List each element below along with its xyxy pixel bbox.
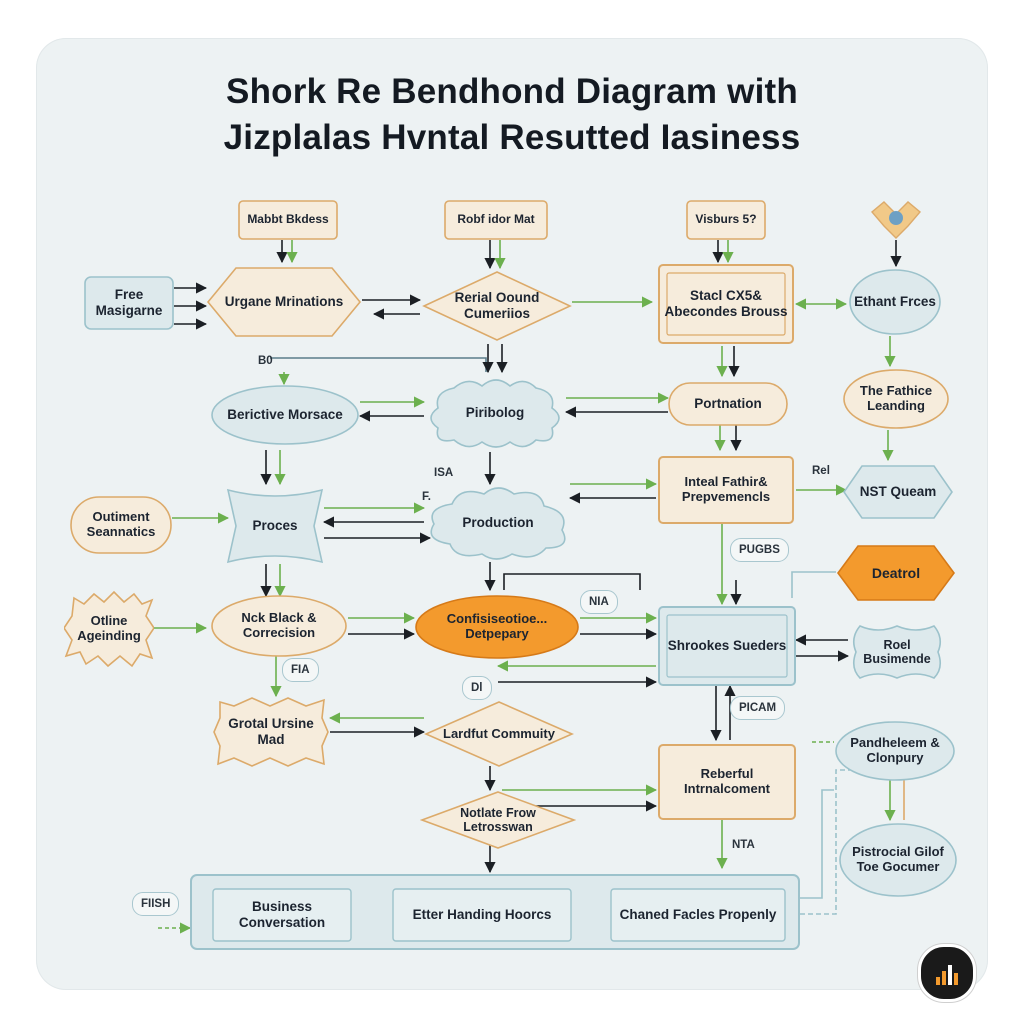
tag-fnsh: FIISH (132, 892, 180, 916)
tag-fia: FIA (282, 658, 319, 682)
node-etter: Etter Handing Hoorcs (392, 888, 572, 942)
node-ethant: Ethant Frces (848, 268, 942, 336)
arrow-b0-berictive (270, 357, 487, 372)
tag-isa: ISA (434, 467, 454, 479)
node-production: Production (424, 484, 572, 562)
tag-rel: Rel (812, 465, 830, 477)
node-fathice: The Fathice Leanding (842, 368, 950, 430)
node-free: Free Masigarne (84, 276, 174, 330)
node-notlate: Notlate Frow Letrosswan (420, 790, 576, 850)
node-lardfut: Lardfut Commuity (424, 700, 574, 768)
node-otline: Otline Ageinding (64, 590, 154, 668)
tag-nta: NTA (732, 839, 755, 851)
title-line-2: Jizplalas Hvntal Resutted Iasiness (223, 118, 801, 157)
node-stachl: Stacl CX5& Abecondes Brouss (658, 264, 794, 344)
tag-b0: B0 (258, 355, 273, 367)
node-roel: Roel Busimende (848, 622, 946, 682)
node-confis: Confisiseotioe... Detpepary (414, 594, 580, 660)
node-deatrol: Deatrol (836, 544, 956, 602)
node-grotal: Grotal Ursine Mad (212, 696, 330, 768)
tag-picam: PICAM (730, 696, 786, 720)
node-reberful: Reberful Intrnalcoment (658, 744, 796, 820)
node-chaned: Chaned Facles Propenly (610, 888, 786, 942)
node-outiment: Outiment Seannatics (70, 496, 172, 554)
node-pistrocial: Pistrocial Gilof Toe Gocumer (838, 822, 958, 898)
tag-f: F. (422, 491, 431, 503)
node-inteal: Inteal Fathir& Prepvemencls (658, 456, 794, 524)
node-portnation: Portnation (668, 382, 788, 426)
node-urgane: Urgane Mrinations (206, 266, 362, 338)
tag-pugbs: PUGBS (730, 538, 789, 562)
tag-dl: Dl (462, 676, 492, 700)
node-business: Business Conversation (212, 888, 352, 942)
brand-logo (918, 944, 976, 1002)
node-nck: Nck Black & Correcision (210, 594, 348, 658)
title-line-1: Shork Re Bendhond Diagram with (226, 72, 798, 111)
node-visburs: Visburs 5? (686, 200, 766, 240)
node-robfidor: Robf idor Mat (444, 200, 548, 240)
node-mabbt: Mabbt Bkdess (238, 200, 338, 240)
node-nst: NST Queam (842, 464, 954, 520)
node-piribolog: Piribolog (424, 374, 566, 452)
top-right-ornament-icon (871, 201, 921, 239)
node-shrookes: Shrookes Sueders (658, 606, 796, 686)
node-pandhe: Pandheleem & Clonpury (834, 720, 956, 782)
node-serial: Rerial Oound Cumeriios (422, 270, 572, 342)
node-proces: Proces (226, 488, 324, 564)
tag-na: NIA (580, 590, 618, 614)
chart-bars-icon (936, 965, 958, 985)
node-berictive: Berictive Morsace (210, 384, 360, 446)
